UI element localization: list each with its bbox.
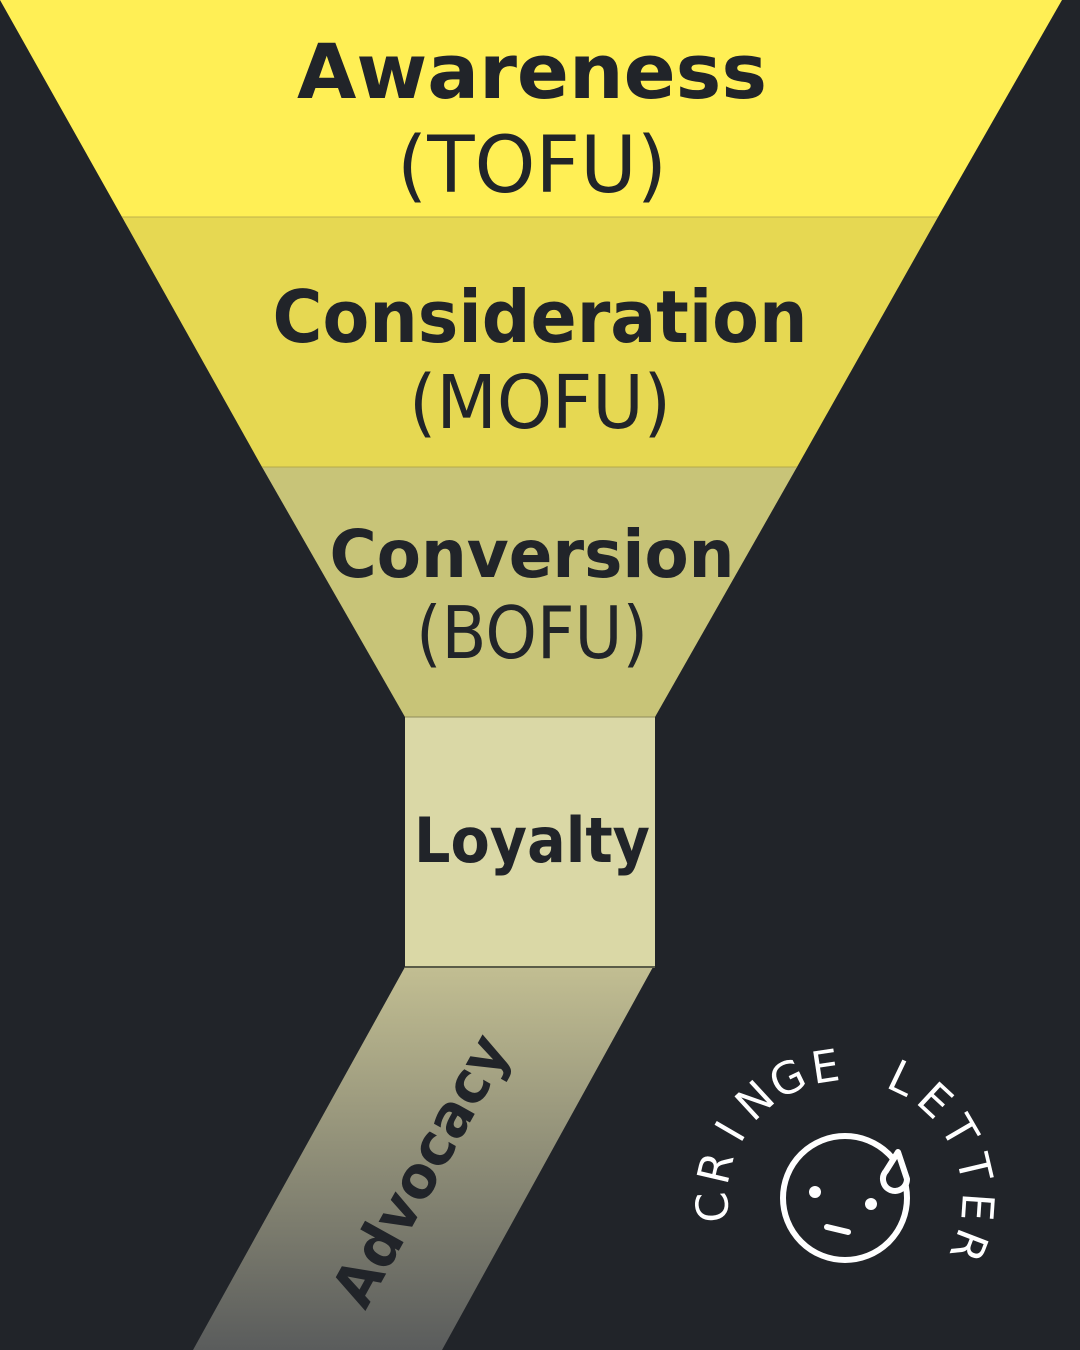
stage-conversion-tag: (BOFU) xyxy=(416,591,648,675)
stage-loyalty-label: Loyalty xyxy=(414,804,650,877)
logo-text-letter: C xyxy=(687,1190,740,1224)
loyalty-band xyxy=(405,717,655,967)
awareness-band xyxy=(0,0,1062,217)
conversion-band xyxy=(262,467,797,717)
logo-text-letter: R xyxy=(688,1147,745,1188)
logo-text-letter: E xyxy=(808,1040,843,1095)
stage-awareness-tag: (TOFU) xyxy=(397,121,667,211)
stage-consideration-tag: (MOFU) xyxy=(409,360,671,446)
advocacy-band xyxy=(193,967,653,1350)
logo-text-letter: T xyxy=(945,1148,1001,1187)
logo-text-letter: R xyxy=(939,1222,998,1269)
stage-consideration-label: Consideration xyxy=(273,275,808,359)
logo-text-letter: E xyxy=(950,1191,1003,1222)
sweating-face-icon xyxy=(780,1133,910,1263)
stage-conversion-label: Conversion xyxy=(330,516,735,593)
consideration-band xyxy=(122,217,938,467)
stage-awareness-label: Awareness xyxy=(297,27,767,116)
